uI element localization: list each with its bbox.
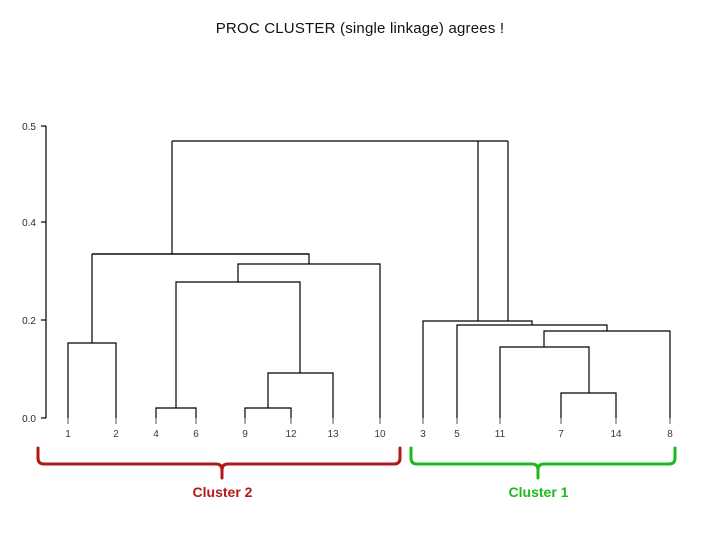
y-axis: 0.5 0.4 0.2 0.0: [22, 122, 47, 425]
link-m2: [155, 407, 197, 418]
leaf-label-10: 11: [495, 429, 506, 440]
y-tick-label-1: 0.4: [22, 218, 36, 229]
dendrogram-links-cluster1: [422, 141, 671, 418]
link-m6: [237, 263, 381, 418]
leaf-label-11: 7: [558, 429, 564, 440]
cluster2-annotation-label: Cluster 2: [192, 484, 253, 500]
y-tick-label-3: 0.0: [22, 414, 36, 425]
leaf-label-3: 6: [193, 429, 199, 440]
leaf-label-8: 3: [420, 429, 426, 440]
y-tick-label-2: 0.2: [22, 316, 36, 327]
link-m7: [92, 253, 310, 264]
leaf-label-6: 13: [327, 429, 339, 440]
y-tick-label-0: 0.5: [22, 122, 36, 133]
cluster1-annotation-label: Cluster 1: [508, 484, 569, 500]
leaf-label-5: 12: [285, 429, 297, 440]
link-m9: [499, 346, 590, 418]
leaf-label-1: 2: [113, 429, 119, 440]
link-m1: [67, 342, 117, 418]
link-m3: [244, 407, 292, 418]
link-m11: [456, 324, 608, 418]
link-m12: [422, 320, 533, 418]
leaf-label-7: 10: [374, 429, 386, 440]
link-m5: [175, 281, 301, 408]
leaf-label-9: 5: [454, 429, 460, 440]
leaf-axis: 1 2 4 6 9 12 13 10 3 5 11 7 14 8: [65, 418, 673, 440]
leaf-label-12: 14: [610, 429, 622, 440]
link-m4: [267, 372, 334, 418]
dendrogram-links-cluster2: [67, 253, 381, 418]
leaf-label-0: 1: [65, 429, 71, 440]
link-m8: [560, 392, 617, 418]
leaf-label-2: 4: [153, 429, 159, 440]
leaf-label-13: 8: [667, 429, 673, 440]
cluster1-brace: [409, 446, 677, 480]
leaf-label-4: 9: [242, 429, 248, 440]
page-title: PROC CLUSTER (single linkage) agrees !: [215, 20, 505, 37]
link-m10: [543, 330, 671, 418]
dendrogram-root-link: [171, 140, 509, 321]
cluster2-brace: [36, 446, 402, 480]
